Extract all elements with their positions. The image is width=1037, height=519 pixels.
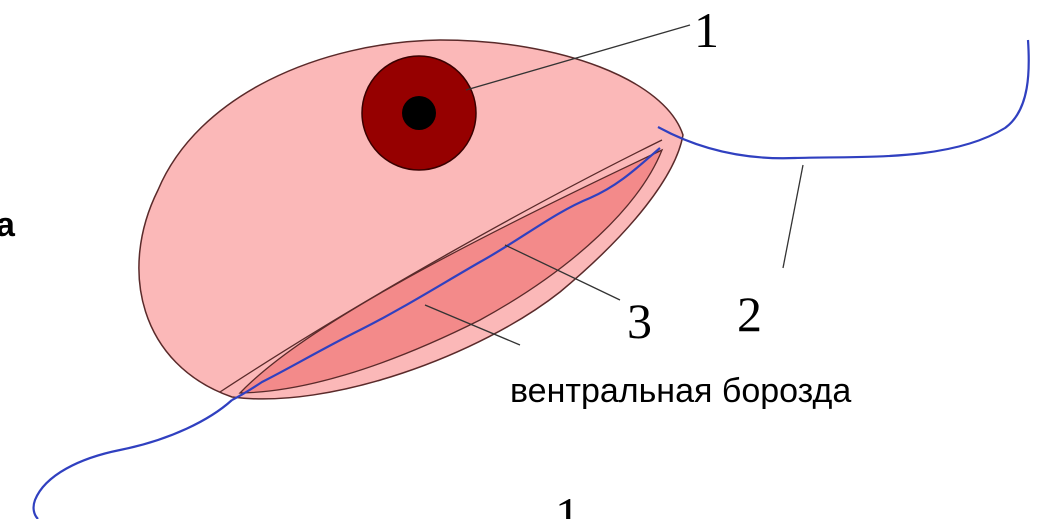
label-flagellum-number: 2: [737, 286, 762, 342]
label-nucleus-number: 1: [694, 2, 719, 58]
side-letter: a: [0, 206, 16, 244]
label-bottom-number: 1: [555, 487, 580, 519]
label-membrane-number: 3: [627, 293, 652, 349]
trailing-flagellum: [34, 400, 232, 519]
nucleus-inner: [402, 96, 436, 130]
leader-line-flagellum: [783, 165, 803, 268]
ventral-groove-caption: вентральная борозда: [510, 372, 851, 410]
